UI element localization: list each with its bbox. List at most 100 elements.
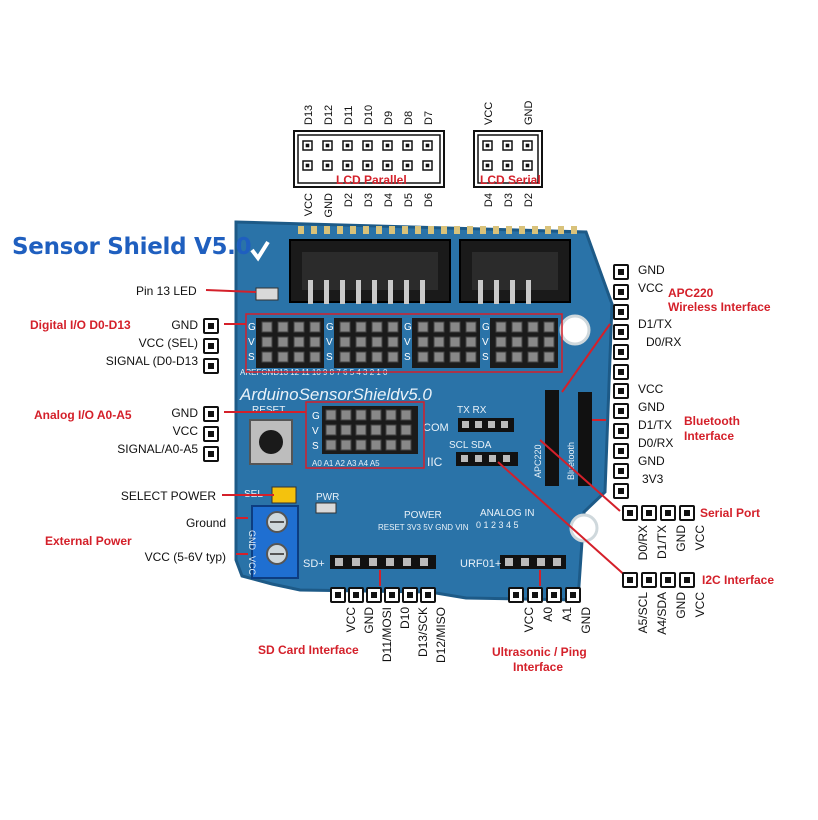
digital-pin xyxy=(387,336,399,348)
header-pin xyxy=(467,226,473,234)
header-pin xyxy=(415,226,421,234)
bt-pin-rx: D0/RX xyxy=(638,436,674,450)
apc-pin-rx: D0/RX xyxy=(646,335,682,349)
iic-pin xyxy=(475,455,482,462)
lcd-parallel-bottom-label: D5 xyxy=(403,193,415,207)
header-pin xyxy=(298,226,304,234)
pin-dot xyxy=(385,163,390,168)
lcd-parallel-top-label: D12 xyxy=(323,105,335,125)
analog-pin xyxy=(340,409,352,421)
silk-com: COM xyxy=(423,422,449,434)
lcd-parallel-bottom-label: D3 xyxy=(363,193,375,207)
serial-port-header-pin-label: D0/RX xyxy=(636,525,650,561)
digital-pin xyxy=(417,321,429,333)
analog-pin xyxy=(400,439,412,451)
analog-pin xyxy=(355,409,367,421)
header-pin xyxy=(324,226,330,234)
digital-pin xyxy=(293,336,305,348)
pin-icon xyxy=(613,304,629,320)
header-pin xyxy=(519,226,525,234)
digital-pin xyxy=(339,336,351,348)
lcd-parallel-top-label: D11 xyxy=(343,106,355,125)
analog-io-label: Analog I/O A0-A5 xyxy=(34,408,132,422)
gvs-label: G xyxy=(248,322,256,333)
pin-dot xyxy=(425,143,430,148)
lcd-parallel-bottom-label: D4 xyxy=(383,193,395,207)
header-pin xyxy=(454,226,460,234)
pin-dot xyxy=(365,143,370,148)
pin-icon xyxy=(679,505,695,521)
digital-pin xyxy=(527,336,539,348)
pin-dot xyxy=(405,143,410,148)
pin-icon xyxy=(546,587,562,603)
digital-pin xyxy=(387,351,399,363)
urf-pin xyxy=(521,558,529,566)
silk-analog: ANALOG IN xyxy=(480,508,534,519)
silk-analog-nums: 0 1 2 3 4 5 xyxy=(476,520,519,530)
idc-pin xyxy=(340,280,345,304)
bluetooth-pin-header xyxy=(613,381,629,501)
urf-pin xyxy=(537,558,545,566)
digital-pin-vcc: VCC (SEL) xyxy=(138,336,198,350)
apc-pin-gnd: GND xyxy=(638,263,665,277)
pin-icon xyxy=(384,587,400,603)
pin-icon xyxy=(679,572,695,588)
gvs-label: S xyxy=(404,352,411,363)
digital-pin xyxy=(465,336,477,348)
pin-dot xyxy=(305,163,310,168)
analog-pin-signal: SIGNAL/A0-A5 xyxy=(117,442,198,456)
digital-pin xyxy=(495,321,507,333)
ultrasonic-header-pin-label: GND xyxy=(579,607,593,634)
idc-pin xyxy=(388,280,393,304)
gvs-label: V xyxy=(326,337,333,348)
iic-pin xyxy=(503,455,510,462)
header-pin xyxy=(506,226,512,234)
silk-title: ArduinoSensorShieldv5.0 xyxy=(239,385,432,404)
digital-pin-signal: SIGNAL (D0-D13 xyxy=(105,354,198,368)
silk-analog-row: A0 A1 A2 A3 A4 A5 xyxy=(312,459,380,468)
lcd-serial-top-label: GND xyxy=(523,101,535,126)
digital-pin xyxy=(465,321,477,333)
sd-pin xyxy=(369,558,377,566)
pin-icon xyxy=(203,446,219,462)
digital-pin xyxy=(355,321,367,333)
idc-pin xyxy=(308,280,313,304)
select-power-label: SELECT POWER xyxy=(120,489,216,503)
callout-line xyxy=(561,323,611,393)
ground-label: Ground xyxy=(185,516,226,530)
bt-pin-vcc: VCC xyxy=(638,382,664,396)
header-pin xyxy=(545,226,551,234)
ultrasonic-sublabel: Interface xyxy=(513,660,564,674)
header-pin xyxy=(441,226,447,234)
silk-power: POWER xyxy=(404,510,442,521)
sd-pin xyxy=(403,558,411,566)
header-pin xyxy=(571,226,577,234)
header-pin xyxy=(480,226,486,234)
digital-pin xyxy=(433,336,445,348)
pin-icon xyxy=(402,587,418,603)
pin-icon xyxy=(330,587,346,603)
header-pin xyxy=(376,226,382,234)
idc-pin xyxy=(510,280,515,304)
pin-icon xyxy=(203,338,219,354)
digital-pin xyxy=(449,321,461,333)
analog-pin xyxy=(385,439,397,451)
digital-pin xyxy=(433,351,445,363)
pin-dot xyxy=(325,163,330,168)
com-pin xyxy=(488,421,495,428)
pin-icon xyxy=(203,358,219,374)
digital-pin xyxy=(277,336,289,348)
pin-icon xyxy=(613,383,629,399)
apc220-pin-header xyxy=(613,262,629,382)
com-header xyxy=(458,418,514,432)
serial-port-header-pin-label: VCC xyxy=(693,525,707,551)
com-pin xyxy=(501,421,508,428)
pin-dot xyxy=(485,143,490,148)
pin-icon xyxy=(613,344,629,360)
header-pin xyxy=(493,226,499,234)
pin-icon xyxy=(660,572,676,588)
callout-line xyxy=(539,439,621,512)
i2c-label: I2C Interface xyxy=(702,573,775,587)
analog-pin xyxy=(325,409,337,421)
digital-pin xyxy=(495,336,507,348)
